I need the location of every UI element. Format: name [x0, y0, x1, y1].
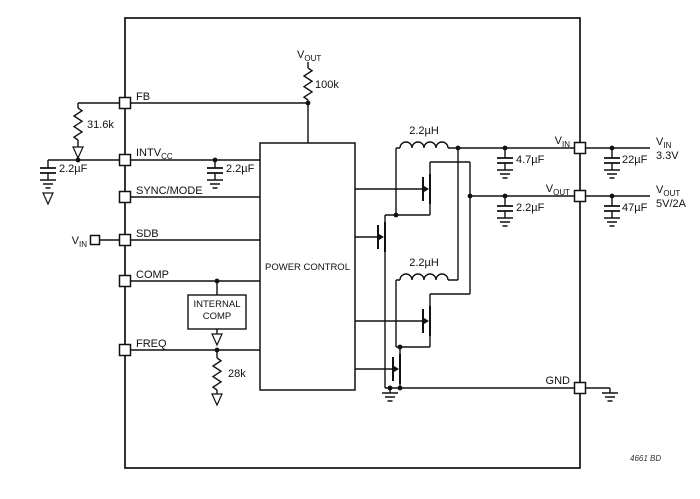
component-value-28k: 28k [228, 368, 246, 380]
figure-tag: 4661 BD [630, 454, 661, 463]
resistor-28k [211, 357, 223, 391]
component-value-c-vout-inner: 2.2µF [516, 202, 545, 214]
junction-dot [467, 193, 473, 199]
component-value-c-vin-inner: 4.7µF [516, 154, 545, 166]
ground-symbols [40, 169, 620, 402]
mosfet-1 [422, 174, 431, 204]
pin-label-vin: VIN [555, 135, 571, 149]
pin-label-sdb: SDB [136, 228, 159, 240]
terminal-pad-sdb-vin [89, 234, 101, 246]
net-label-vout-top: VOUT [297, 49, 321, 63]
component-value-31k6: 31.6k [87, 119, 114, 131]
pin-pad-intvcc [118, 153, 132, 167]
junction-dot [305, 100, 311, 106]
inductor-2 [399, 273, 449, 281]
pin-label-intvcc: INTVCC [136, 147, 173, 161]
junction-dot [502, 145, 508, 151]
gnd-arrow-31k6 [72, 146, 84, 160]
junction-dot [387, 385, 393, 391]
pin-pad-sdb [118, 233, 132, 247]
junction-dots [75, 100, 615, 391]
pin-pad-gnd [573, 381, 587, 395]
pin-label-sync-mode: SYNC/MODE [136, 185, 203, 197]
net-label-sdb-vin: VIN [72, 235, 88, 249]
mosfet-4 [392, 354, 401, 384]
junction-dot [397, 385, 403, 391]
gnd-arrow-28k [211, 393, 223, 407]
pin-pad-sync-mode [118, 190, 132, 204]
junction-dot [214, 347, 220, 353]
gnd-arrow-internal-comp [211, 333, 223, 347]
component-value-c-vin-outer: 22µF [622, 154, 648, 166]
component-value-100k: 100k [315, 79, 339, 91]
component-value-c-intvcc: 2.2µF [226, 163, 255, 175]
capacitor-plates [40, 157, 620, 212]
net-label-vout-right: VOUT [656, 184, 680, 198]
wires-power-stage [355, 147, 650, 393]
component-value-c-left: 2.2µF [59, 163, 88, 175]
pin-label-comp: COMP [136, 269, 169, 281]
junction-dot [609, 193, 615, 199]
power-control-label: POWER CONTROL [265, 262, 350, 273]
pin-label-gnd: GND [546, 375, 571, 387]
junction-dot [609, 145, 615, 151]
net-value-vout-right: 5V/2A [656, 198, 687, 210]
pin-pad-freq [118, 343, 132, 357]
pin-pad-vin [573, 141, 587, 155]
junction-dot [75, 157, 81, 163]
junction-dot [397, 344, 403, 350]
junction-dot [214, 278, 220, 284]
gnd-arrow-left-cap [42, 192, 54, 206]
pin-pad-vout [573, 189, 587, 203]
net-value-vin-right: 3.3V [656, 150, 679, 162]
component-value-c-vout-outer: 47µF [622, 202, 648, 214]
pin-label-freq: FREQ [136, 338, 167, 350]
internal-comp-label-line2: COMP [203, 311, 232, 322]
pin-pad-fb [118, 96, 132, 110]
internal-comp-label-line1: INTERNAL [194, 299, 241, 310]
component-value-l2: 2.2µH [409, 257, 439, 269]
wires-left [47, 62, 309, 394]
pin-label-vout: VOUT [546, 183, 570, 197]
junction-dot [393, 212, 399, 218]
resistor-31k6 [72, 107, 84, 141]
inductor-1 [399, 141, 449, 149]
net-label-vin-right: VIN [656, 136, 672, 150]
pin-label-fb: FB [136, 91, 150, 103]
component-value-l1: 2.2µH [409, 125, 439, 137]
mosfet-2 [377, 222, 386, 252]
resistor-100k [302, 67, 314, 101]
junction-dot [502, 193, 508, 199]
mosfet-3 [422, 306, 431, 336]
junction-dot [455, 145, 461, 151]
junction-dot [212, 157, 218, 163]
pin-pad-comp [118, 274, 132, 288]
